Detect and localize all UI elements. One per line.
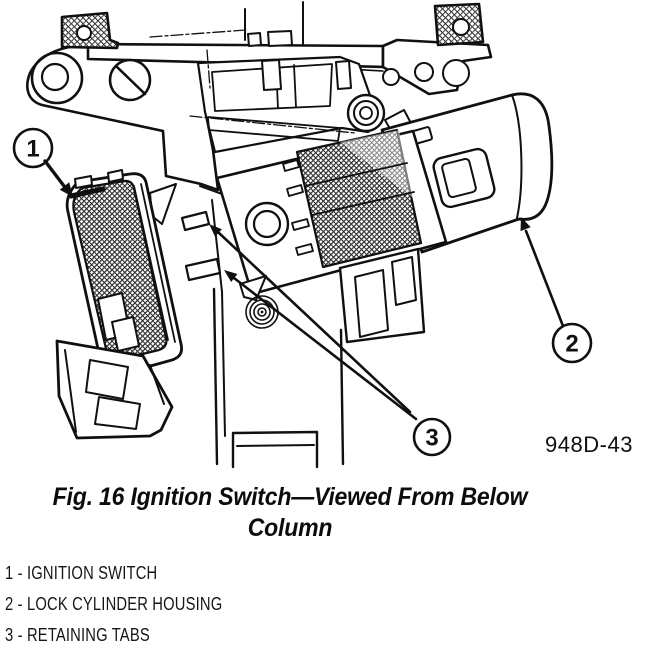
- bracket-left-plate: [26, 43, 220, 192]
- callouts: 1 2 3: [12, 127, 593, 457]
- callout-1-number: 1: [26, 136, 39, 163]
- legend-item-2: 2 - LOCK CYLINDER HOUSING: [5, 594, 223, 614]
- switch-pins: [282, 159, 314, 256]
- retaining-tab-upper: [180, 210, 211, 232]
- caption-line-2: Column: [247, 513, 333, 542]
- bracket-hole-small: [382, 68, 400, 86]
- callout-3-circle: [412, 417, 452, 457]
- legend-item-3: 3 - RETAINING TABS: [5, 625, 150, 645]
- bracket-grommet-outer: [30, 51, 84, 105]
- callout-2-circle: [551, 322, 593, 364]
- switch-connector: [55, 339, 174, 440]
- switch-hatched-cover: [72, 179, 168, 362]
- column-housing: [149, 29, 414, 225]
- ignition-switch-diagram: 1 2 3 948D-43: [12, 1, 633, 469]
- lower-column-details: [212, 275, 345, 469]
- ignition-switch-left: [55, 169, 183, 440]
- callout-1-circle: [12, 127, 54, 169]
- callout-3-number: 3: [425, 425, 438, 452]
- drawing-code: 948D-43: [545, 432, 633, 457]
- figure-caption: Fig. 16 Ignition Switch—Viewed From Belo…: [23, 482, 557, 543]
- figure-legend: 1 - IGNITION SWITCH 2 - LOCK CYLINDER HO…: [5, 558, 650, 651]
- bracket-hole-mid: [414, 62, 434, 82]
- legend-item-1: 1 - IGNITION SWITCH: [5, 563, 158, 583]
- caption-line-1: Fig. 16 Ignition Switch—Viewed From Belo…: [52, 483, 528, 511]
- switch-hatched-face: [295, 128, 423, 269]
- switch-center-body: [180, 128, 448, 344]
- bracket-right-plate: [381, 38, 493, 96]
- bracket-hole-large: [442, 59, 470, 87]
- centerlines: [149, 29, 356, 134]
- retaining-tab-lower: [184, 257, 222, 282]
- callout-2-number: 2: [565, 331, 578, 358]
- lower-bracket: [231, 430, 319, 469]
- switch-boss: [244, 201, 290, 247]
- bracket-grommet-inner: [40, 62, 70, 92]
